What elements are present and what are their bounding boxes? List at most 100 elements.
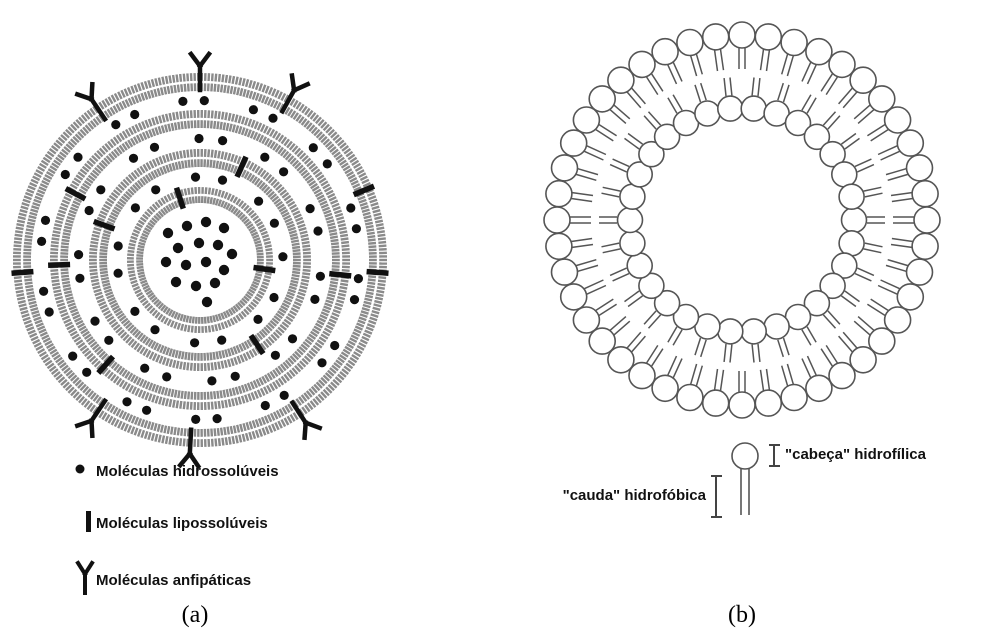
lipid-tail-line [603, 187, 621, 191]
hydrosoluble-dot [68, 352, 77, 361]
lipid-tail-line [761, 49, 764, 70]
lipid-stroke [53, 287, 61, 289]
lipid-stroke [231, 348, 234, 355]
liposoluble-bar [254, 268, 276, 271]
lipid-tail-line [864, 249, 882, 253]
lipid-stroke [142, 391, 145, 398]
hydrosoluble-dot [309, 143, 318, 152]
lipid-stroke [212, 402, 213, 410]
lipid-stroke [374, 217, 382, 219]
lipid-stroke [235, 115, 237, 123]
lipid-stroke [282, 94, 286, 101]
hydrosoluble-dot [45, 307, 54, 316]
lipid-stroke [177, 401, 178, 409]
legend-dot-icon [76, 465, 85, 474]
lipid-stroke [265, 97, 268, 104]
liposoluble-bar [12, 272, 34, 274]
lipid-stroke [193, 197, 194, 204]
lipid-stroke [327, 294, 335, 296]
lipid-stroke [184, 401, 185, 409]
lipid-stroke [64, 227, 72, 229]
lipid-stroke [20, 308, 28, 310]
lipid-stroke [266, 86, 269, 93]
lipid-stroke [302, 277, 310, 278]
lipid-stroke [36, 194, 43, 197]
lipid-stroke [326, 301, 334, 303]
lipid-stroke [237, 88, 239, 96]
lipid-stroke [255, 391, 258, 398]
lipid-stroke [362, 308, 370, 310]
lipid-stroke [222, 162, 224, 170]
lipid-stroke [90, 249, 98, 250]
lipid-stroke [340, 231, 348, 233]
lipid-stroke [222, 361, 224, 369]
lipid-stroke [178, 122, 179, 130]
lipid-stroke [245, 118, 248, 125]
lipid-stroke [162, 387, 164, 395]
lipid-tail-line [865, 243, 883, 247]
lipid-stroke [360, 340, 367, 343]
lipid-stroke [15, 231, 23, 232]
lipid-stroke [160, 356, 163, 363]
lipid-tail-line [613, 274, 629, 281]
lipid-tail-line [614, 105, 630, 119]
lipid-stroke [66, 220, 74, 222]
lipid-stroke [148, 91, 150, 99]
lipid-stroke [248, 383, 251, 390]
lipid-stroke [188, 121, 189, 129]
lipid-stroke [254, 279, 260, 281]
lipid-stroke [298, 225, 305, 228]
lipid-stroke [22, 314, 30, 316]
lipid-stroke [250, 91, 252, 99]
lipid-stroke [228, 349, 230, 357]
lipid-stroke [225, 112, 226, 120]
lipid-stroke [219, 324, 221, 331]
lipid-stroke [376, 294, 384, 296]
lipid-stroke [156, 128, 159, 135]
lipid-stroke [174, 322, 176, 328]
lipid-stroke [171, 86, 172, 94]
lipid-tail-line [891, 193, 912, 196]
lipid-stroke [24, 280, 32, 281]
lipid-tail-line [865, 193, 883, 197]
lipid-stroke [211, 160, 212, 168]
lipid-tail-line [886, 265, 906, 271]
lipid-stroke [166, 436, 167, 444]
lipid-stroke [261, 125, 264, 132]
lipid-stroke [357, 346, 364, 350]
lipid-stroke [136, 264, 143, 265]
lipid-stroke [112, 418, 116, 425]
lipid-stroke [14, 277, 22, 278]
hydrosoluble-dot [85, 206, 94, 215]
lipid-stroke [267, 128, 271, 135]
lipid-stroke [367, 324, 374, 327]
legend-bar-icon [86, 511, 91, 532]
lipid-stroke [329, 320, 336, 323]
lipid-stroke [135, 417, 138, 424]
lipid-stroke [142, 122, 145, 129]
lipid-stroke [301, 283, 309, 285]
lipid-stroke [61, 270, 69, 271]
lipid-stroke [15, 284, 23, 285]
lipid-stroke [299, 228, 307, 230]
hydrosoluble-dot [150, 325, 159, 334]
lipid-stroke [291, 281, 299, 283]
lipid-stroke [256, 251, 263, 252]
lipid-stroke [324, 307, 331, 310]
lipid-stroke [34, 173, 41, 177]
lipid-stroke [260, 229, 266, 232]
lipid-stroke [93, 286, 101, 288]
lipid-stroke [14, 246, 22, 247]
lipid-stroke [208, 392, 209, 400]
lipid-stroke [239, 386, 241, 394]
lipid-stroke [251, 382, 254, 389]
bilayer-ring-1 [127, 187, 273, 333]
lipid-stroke [115, 420, 119, 427]
lipid-stroke [132, 234, 138, 237]
lipid-head [552, 155, 578, 181]
lipid-stroke [192, 188, 193, 195]
lipid-stroke [163, 115, 165, 123]
lipid-stroke [27, 190, 34, 193]
lipid-stroke [373, 308, 381, 310]
lipid-stroke [184, 315, 186, 322]
